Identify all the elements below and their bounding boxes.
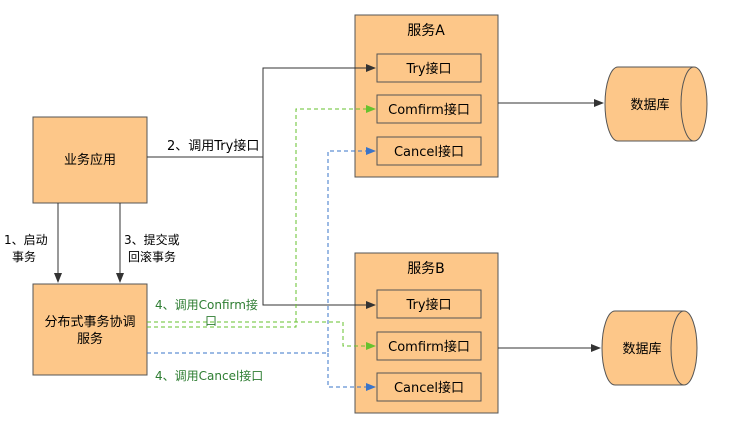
service-b-confirm-label: Comfirm接口 (388, 339, 470, 355)
service-b-cancel-label: Cancel接口 (394, 380, 464, 396)
coordinator-label-line2: 服务 (77, 331, 103, 347)
service-a-try-label: Try接口 (405, 61, 451, 77)
database-b-label: 数据库 (622, 341, 661, 357)
service-b-confirm-box (376, 331, 482, 361)
call-cancel-label: 4、调用Cancel接口 (155, 368, 263, 383)
business-app-label: 业务应用 (64, 152, 116, 168)
service-b-cancel-box (376, 372, 482, 402)
service-b-try-box (376, 289, 482, 319)
confirm-arrow-a (147, 105, 376, 328)
service-a-try-box (376, 53, 482, 83)
start-label-line2: 事务 (12, 249, 36, 264)
commit-label-line1: 3、提交或 (124, 232, 180, 247)
service-b-node: 服务B Try接口 Comfirm接口 Cancel接口 (354, 252, 499, 414)
business-app-node: 业务应用 (32, 116, 148, 204)
service-a-node: 服务A Try接口 Comfirm接口 Cancel接口 (354, 14, 499, 178)
cancel-arrow-a (147, 147, 376, 354)
service-a-confirm-label: Comfirm接口 (388, 102, 470, 118)
call-confirm-label-line2: 口 (205, 314, 217, 328)
service-a-confirm-box (376, 94, 482, 124)
coordinator-label-line1: 分布式事务协调 (44, 314, 135, 330)
service-a-cancel-label: Cancel接口 (394, 144, 464, 160)
service-a-title: 服务A (407, 23, 445, 39)
try-arrow-a (147, 64, 376, 158)
service-b-title: 服务B (407, 261, 445, 277)
commit-label-line2: 回滚事务 (128, 249, 176, 264)
coordinator-node: 分布式事务协调 服务 (32, 283, 148, 376)
database-b-node: 数据库 (601, 310, 698, 386)
database-a-label: 数据库 (630, 97, 669, 113)
call-try-label: 2、调用Try接口 (167, 138, 259, 154)
start-label-line1: 1、启动 (4, 233, 48, 247)
call-confirm-label-line1: 4、调用Confirm接 (155, 297, 258, 312)
confirm-arrow-b (147, 321, 376, 350)
service-a-cancel-box (376, 136, 482, 166)
database-a-node: 数据库 (604, 66, 708, 142)
try-arrow-b (262, 157, 376, 309)
cancel-arrow-b (327, 353, 376, 391)
service-b-try-label: Try接口 (405, 297, 451, 313)
